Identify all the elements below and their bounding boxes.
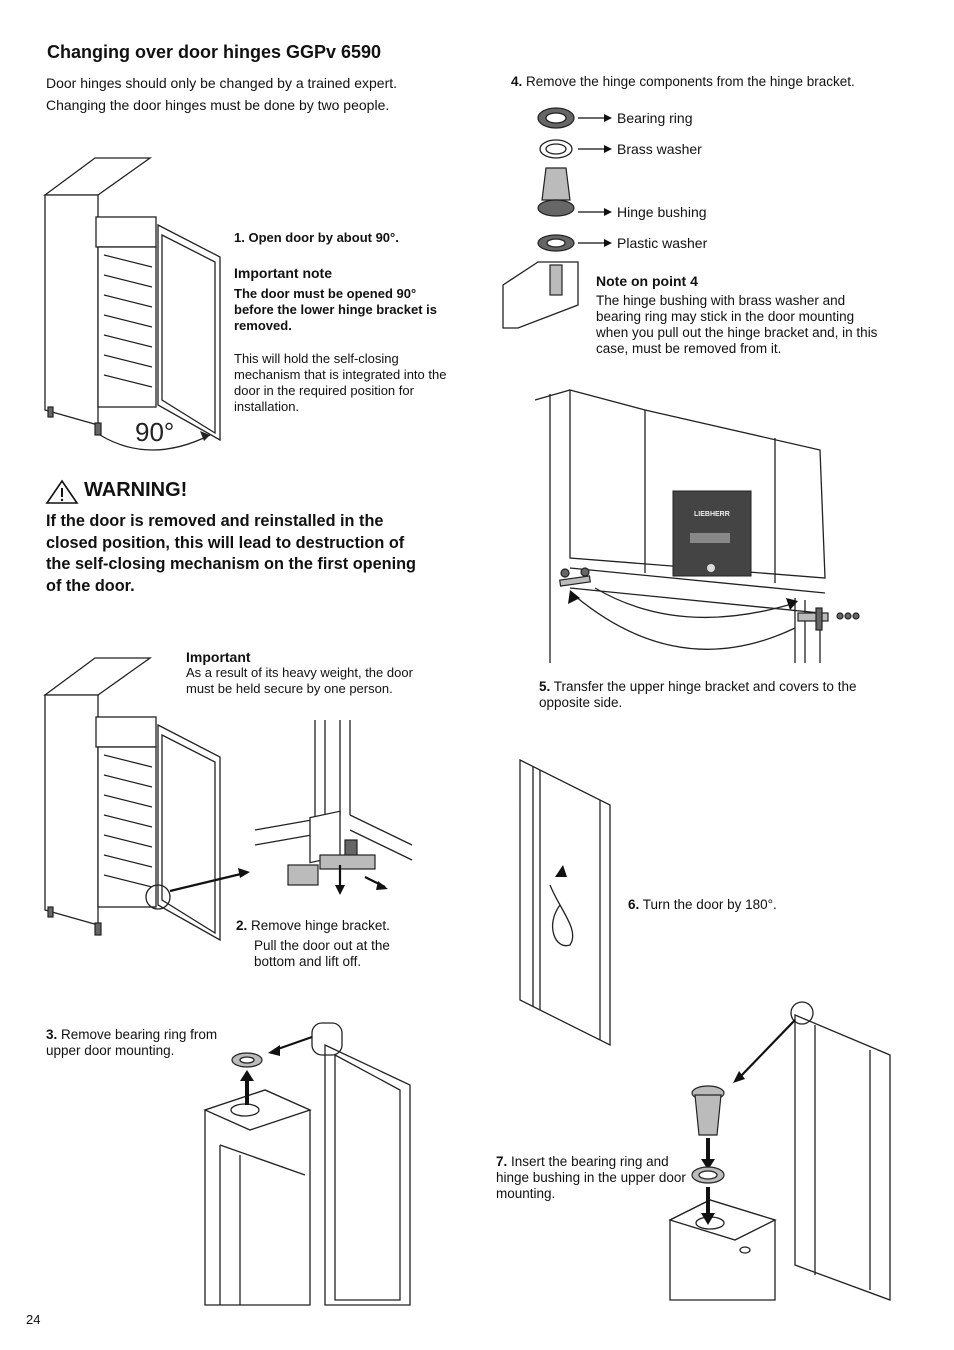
step2-text: Remove hinge bracket. <box>251 918 390 933</box>
step2: 2. Remove hinge bracket. <box>236 918 390 934</box>
step6-number: 6. <box>628 897 640 912</box>
step3-number: 3. <box>46 1027 58 1042</box>
note4-heading: Note on point 4 <box>596 273 698 289</box>
page-title: Changing over door hinges GGPv 6590 <box>47 42 382 62</box>
step6: 6. Turn the door by 180°. <box>628 897 777 913</box>
step1-text: Open door by about 90°. <box>248 230 399 245</box>
step7: 7. Insert the bearing ring and hinge bus… <box>496 1154 686 1202</box>
important-note-body: This will hold the self-closing mechanis… <box>234 351 447 414</box>
important-body: As a result of its heavy weight, the doo… <box>186 665 413 696</box>
step4-text: Remove the hinge components from the hin… <box>526 74 855 89</box>
step7-number: 7. <box>496 1154 508 1169</box>
brand-label: LIEBHERR <box>694 511 730 518</box>
bushing-insert-illustration <box>668 1001 891 1301</box>
warning-heading: WARNING! <box>84 479 188 501</box>
important-note-heading: Important note <box>234 265 332 281</box>
important-note-bold: The door must be opened 90° before the l… <box>234 286 437 333</box>
step7-text: Insert the bearing ring and hinge bushin… <box>496 1154 686 1201</box>
step4-number: 4. <box>511 74 523 89</box>
intro-line-2: Changing the door hinges must be done by… <box>46 97 390 113</box>
step2-number: 2. <box>236 918 248 933</box>
step3-text: Remove bearing ring from upper door moun… <box>46 1027 218 1058</box>
step3: 3. Remove bearing ring from upper door m… <box>46 1027 236 1059</box>
step1: 1. Open door by about 90°. <box>234 230 399 246</box>
page-number: 24 <box>26 1312 41 1327</box>
hinge-transfer-illustration: LIEBHERR <box>534 389 860 663</box>
important-heading: Important <box>186 649 251 665</box>
note4-body: The hinge bushing with brass washer and … <box>596 293 878 356</box>
step4: 4. Remove the hinge components from the … <box>511 74 855 90</box>
door-turn-illustration <box>519 758 611 1047</box>
fridge-open-90-illustration: 90° <box>43 157 221 451</box>
part-plastic-washer: Plastic washer <box>617 235 708 251</box>
step1-number: 1. <box>234 230 245 245</box>
warning-body: If the door is removed and reinstalled i… <box>46 512 416 595</box>
step5-text: Transfer the upper hinge bracket and cov… <box>539 679 857 710</box>
part-bearing-ring: Bearing ring <box>617 110 693 126</box>
bearing-ring-removal-illustration <box>203 1022 411 1306</box>
hinge-parts-illustration <box>502 107 579 329</box>
intro-line-1: Door hinges should only be changed by a … <box>46 75 398 91</box>
remove-hinge-illustration <box>43 657 413 942</box>
part-arrows <box>578 114 612 247</box>
step5-number: 5. <box>539 679 551 694</box>
warning-icon <box>45 479 79 504</box>
part-brass-washer: Brass washer <box>617 141 702 157</box>
step2-sub: Pull the door out at the bottom and lift… <box>254 938 390 969</box>
part-hinge-bushing: Hinge bushing <box>617 204 707 220</box>
angle-label: 90° <box>135 417 174 447</box>
step6-text: Turn the door by 180°. <box>642 897 777 912</box>
step5: 5. Transfer the upper hinge bracket and … <box>539 679 884 711</box>
